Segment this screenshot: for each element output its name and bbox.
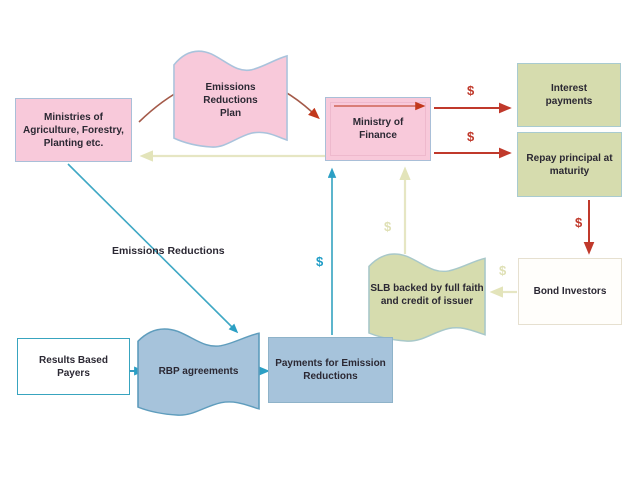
- node-interest-label: Interest payments: [546, 82, 593, 108]
- node-repay: Repay principal at maturity: [517, 132, 622, 197]
- node-bond-label: Bond Investors: [534, 285, 607, 298]
- repay-line-2: maturity: [549, 165, 590, 177]
- plan-line-3: Plan: [219, 108, 242, 119]
- dollar-mof-interest: $: [467, 83, 475, 98]
- dollar-repay-bond: $: [575, 215, 583, 230]
- dollar-payments-mof: $: [316, 254, 324, 269]
- node-slb-label: SLB backed by full faith and credit of i…: [368, 282, 486, 308]
- node-ministries-label: Ministries of Agriculture, Forestry, Pla…: [23, 111, 124, 150]
- node-rbp-payers: Results Based Payers: [17, 338, 130, 395]
- plan-line-2: Reductions: [203, 95, 258, 106]
- node-repay-label: Repay principal at maturity: [526, 152, 612, 178]
- slb-wave-shape: [368, 253, 486, 342]
- node-plan: Emissions Reductions Plan: [173, 49, 288, 148]
- plan-wave-shape: [173, 50, 288, 148]
- node-mof-label: Ministry of Finance: [353, 116, 404, 142]
- ministries-line-2: Agriculture, Forestry,: [23, 124, 124, 136]
- dollar-mof-repay: $: [467, 129, 475, 144]
- dollar-slb-mof: $: [384, 219, 392, 234]
- plan-line-1: Emissions: [205, 82, 256, 93]
- node-bond: Bond Investors: [518, 258, 622, 325]
- node-rbp-payers-label: Results Based Payers: [39, 354, 108, 380]
- slb-line-1: SLB backed by full faith: [370, 283, 484, 294]
- rbp-wave-shape: [137, 328, 260, 416]
- node-ministries: Ministries of Agriculture, Forestry, Pla…: [15, 98, 132, 162]
- node-rbp-wave-label: RBP agreements: [137, 365, 260, 378]
- mof-line-1: Ministry of: [352, 117, 404, 128]
- node-slb: SLB backed by full faith and credit of i…: [368, 252, 486, 342]
- node-payments: Payments for Emission Reductions: [268, 337, 393, 403]
- rbp-wave-line-1: RBP agreements: [158, 366, 239, 377]
- ministries-line-3: Planting etc.: [43, 137, 104, 149]
- node-payments-label: Payments for Emission Reductions: [275, 357, 386, 383]
- mof-line-2: Finance: [359, 130, 397, 141]
- node-interest: Interest payments: [517, 63, 621, 127]
- interest-line-1: Interest: [550, 83, 588, 94]
- interest-line-2: payments: [545, 96, 593, 107]
- node-rbp-wave: RBP agreements: [137, 327, 260, 416]
- rbp-payers-line-1: Results Based: [39, 354, 108, 366]
- rbp-payers-line-2: Payers: [57, 367, 90, 379]
- dollar-bond-slb: $: [499, 263, 507, 278]
- slb-line-2: and credit of issuer: [380, 296, 474, 307]
- payments-line-1: Payments for Emission: [275, 358, 386, 369]
- ministries-line-1: Ministries of: [44, 111, 103, 123]
- emissions-reductions-label: Emissions Reductions: [112, 245, 225, 257]
- node-mof: Ministry of Finance: [325, 97, 431, 161]
- bond-line-1: Bond Investors: [533, 286, 607, 297]
- payments-line-2: Reductions: [303, 371, 358, 382]
- repay-line-1: Repay principal at: [526, 152, 613, 164]
- node-plan-label: Emissions Reductions Plan: [173, 81, 288, 120]
